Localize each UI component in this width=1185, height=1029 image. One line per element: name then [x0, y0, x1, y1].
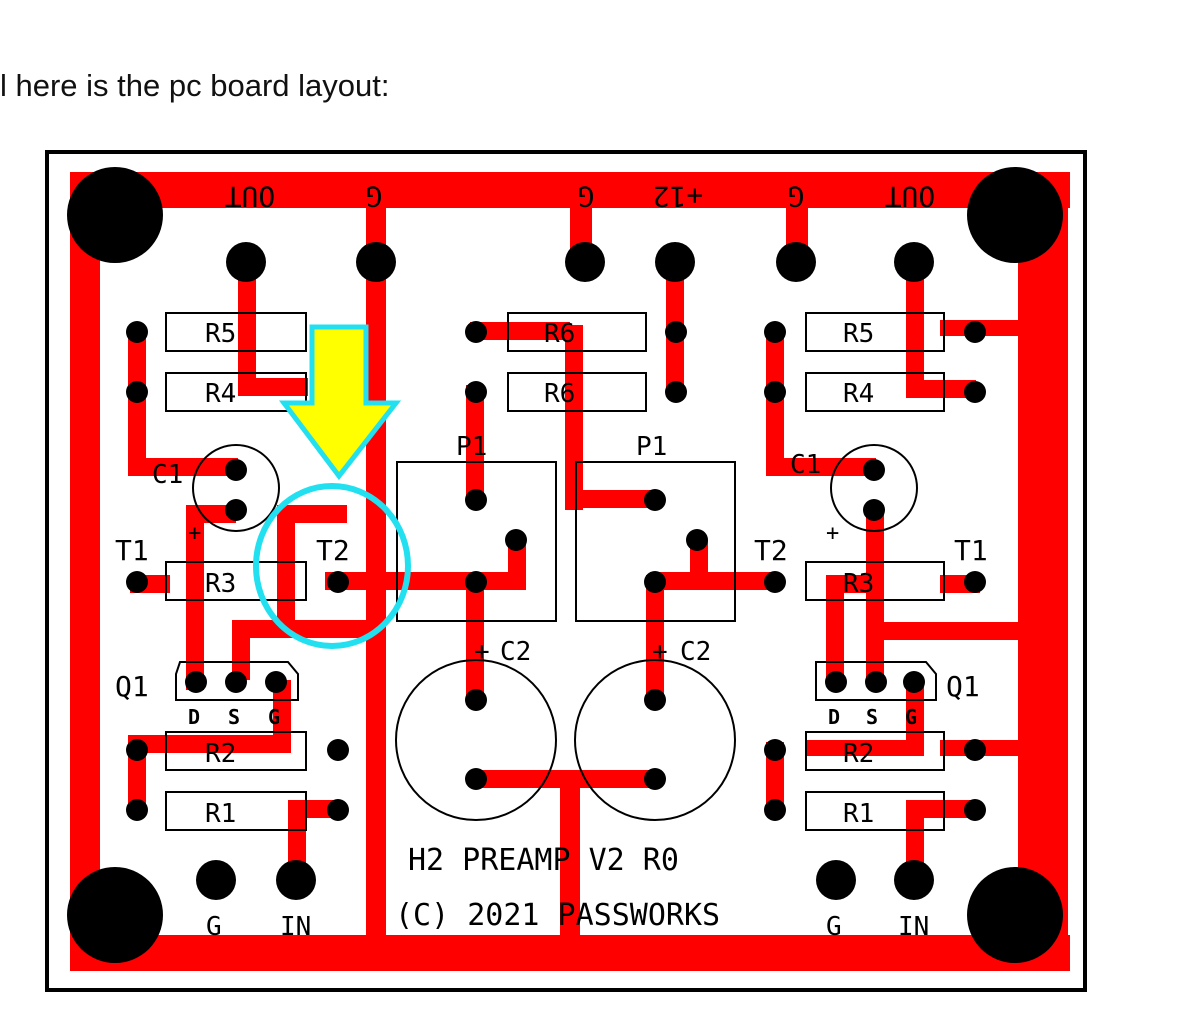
label-g-q1-right: G [905, 705, 917, 729]
label-r1-right: R1 [843, 799, 874, 829]
label-r1-left: R1 [205, 799, 236, 829]
label-out-left: OUT [225, 180, 276, 213]
label-g-top-mid: G [578, 180, 595, 213]
highlight-arrow-icon [278, 324, 402, 481]
label-p1-left: P1 [456, 432, 487, 462]
silkscreen-labels: OUT G G +12 G OUT G IN G IN R5 R4 C1 + T… [115, 180, 988, 942]
label-g-top-left: G [366, 180, 383, 213]
label-t1-left: T1 [115, 534, 149, 567]
highlight-ring [253, 483, 411, 649]
label-s-right: S [866, 705, 878, 729]
board-title-line1: H2 PREAMP V2 R0 [408, 843, 679, 878]
label-t2-right: T2 [754, 534, 788, 567]
label-c1-left: C1 [152, 460, 183, 490]
label-r2-right: R2 [843, 739, 874, 769]
pads [67, 167, 1063, 963]
label-r2-left: R2 [205, 739, 236, 769]
label-r3-left: R3 [205, 569, 236, 599]
highlight-annotation [253, 324, 411, 649]
label-plus12: +12 [653, 180, 704, 213]
label-r6-top: R6 [544, 319, 575, 349]
label-r4-left: R4 [205, 379, 236, 409]
label-q1-left: Q1 [115, 670, 149, 703]
label-plus-c1-left: + [188, 521, 201, 546]
label-g-q1-left: G [268, 705, 280, 729]
label-r5-right: R5 [843, 319, 874, 349]
label-s-left: S [228, 705, 240, 729]
label-out-right: OUT [885, 180, 936, 213]
caption-text: l here is the pc board layout: [0, 68, 390, 103]
label-c1-right: C1 [790, 450, 821, 480]
label-r3-right: R3 [843, 569, 874, 599]
label-in-right: IN [898, 912, 929, 942]
label-plus-c1-right: + [826, 521, 839, 546]
label-plus-c2-right: + [652, 637, 668, 667]
label-r4-right: R4 [843, 379, 874, 409]
label-in-left: IN [280, 912, 311, 942]
label-t2-left: T2 [316, 534, 350, 567]
label-c2-right: C2 [680, 637, 711, 667]
label-q1-right: Q1 [946, 670, 980, 703]
silkscreen-outlines [165, 312, 945, 831]
label-p1-right: P1 [636, 432, 667, 462]
board-title-line2: (C) 2021 PASSWORKS [395, 898, 720, 933]
label-t1-right: T1 [954, 534, 988, 567]
label-g-top-right: G [788, 180, 805, 213]
label-plus-c2-left: + [474, 637, 490, 667]
label-r5-left: R5 [205, 319, 236, 349]
label-d-left: D [188, 705, 200, 729]
traces [70, 172, 1070, 971]
label-r6-bottom: R6 [544, 379, 575, 409]
label-g-bottom-left: G [206, 912, 222, 942]
label-c2-left: C2 [500, 637, 531, 667]
label-g-bottom-right: G [826, 912, 842, 942]
label-d-right: D [828, 705, 840, 729]
